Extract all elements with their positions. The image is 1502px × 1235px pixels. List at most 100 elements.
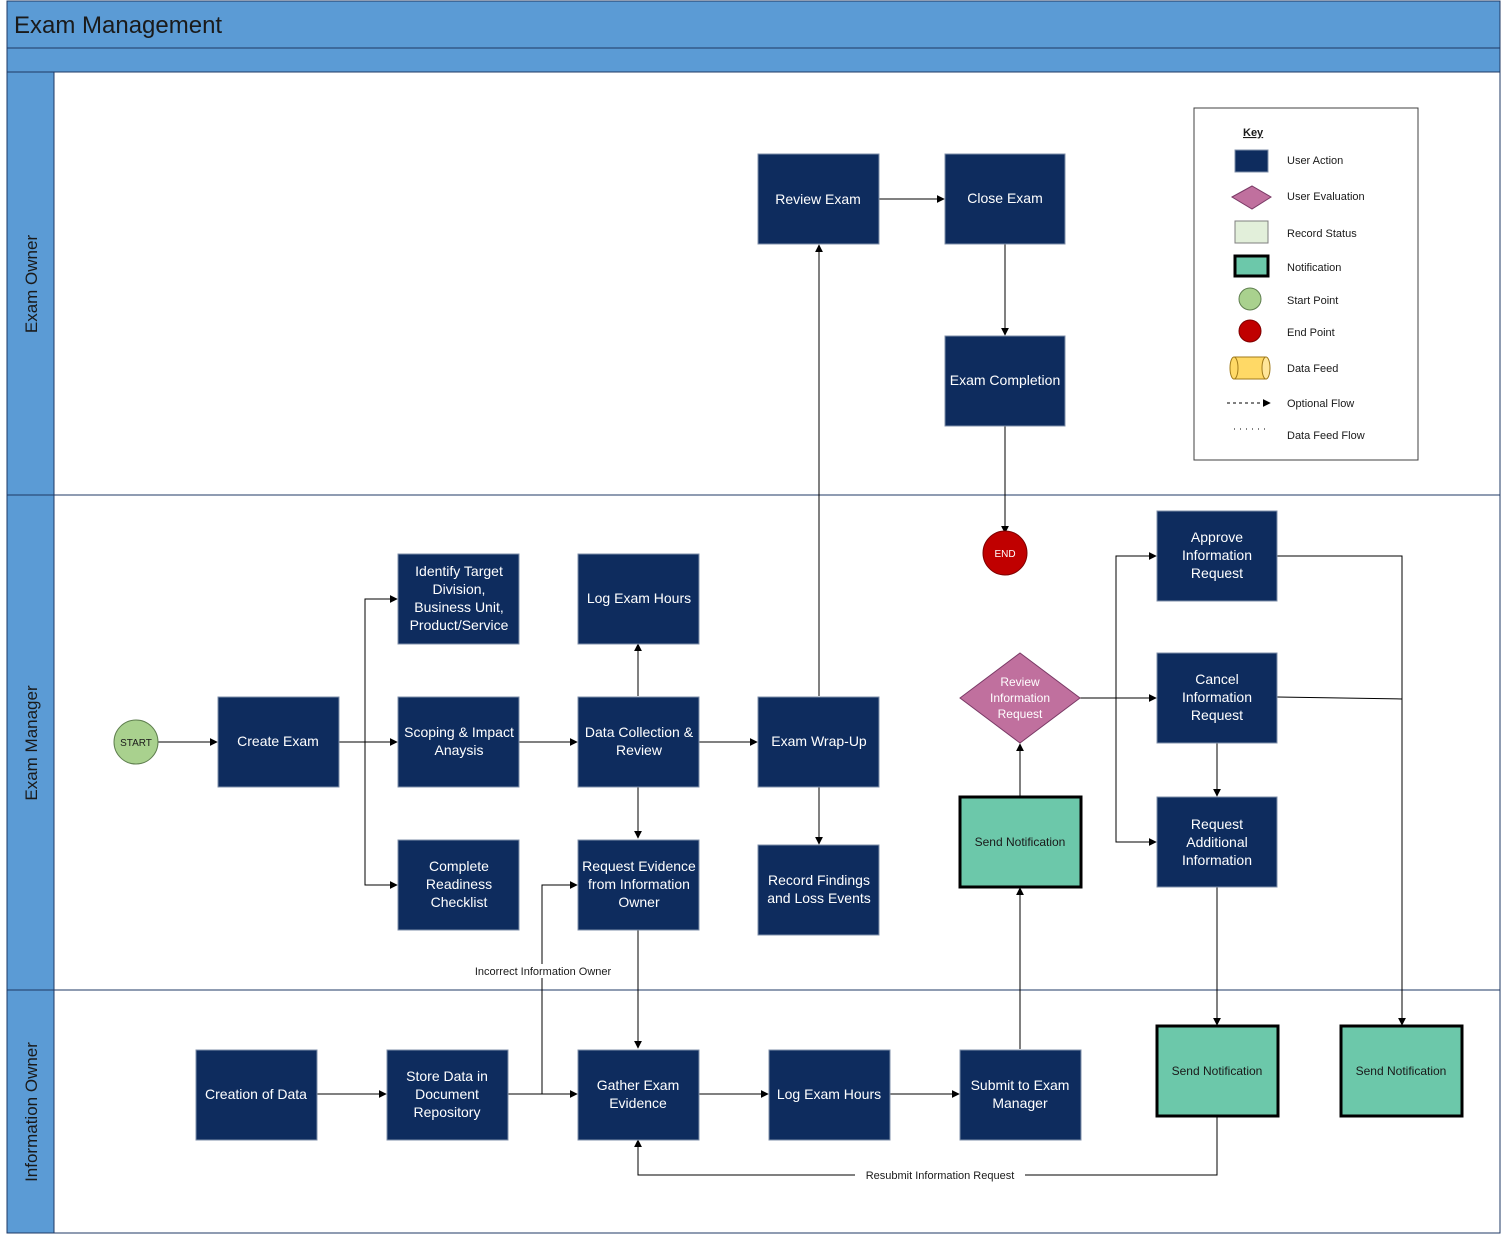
node-data-collection-line2: Review: [616, 742, 663, 758]
node-complete-readiness-line3: Checklist: [431, 894, 488, 910]
legend-notification-label: Notification: [1287, 262, 1341, 274]
lane-exam-owner-label: Exam Owner: [22, 235, 41, 334]
node-approve-information-request-line1: Approve: [1191, 529, 1243, 545]
node-record-findings-line2: and Loss Events: [767, 890, 871, 906]
end-point[interactable]: END: [982, 530, 1028, 576]
node-close-exam[interactable]: Close Exam: [944, 153, 1066, 245]
legend-data-feed-label: Data Feed: [1287, 363, 1338, 375]
node-send-notification-owner-2[interactable]: Send Notification: [1339, 1024, 1464, 1118]
legend-end-point-symbol: [1238, 319, 1262, 343]
node-exam-wrapup-label: Exam Wrap-Up: [771, 733, 867, 749]
node-scoping-impact-line2: Anaysis: [434, 742, 483, 758]
edge-label-incorrect-owner: Incorrect Information Owner: [475, 966, 612, 978]
node-send-notification-owner-1-label: Send Notification: [1172, 1064, 1263, 1078]
node-send-notification-manager[interactable]: Send Notification: [958, 795, 1083, 889]
node-complete-readiness-line1: Complete: [429, 858, 489, 874]
legend-record-status-symbol: [1234, 220, 1269, 244]
connectors: [158, 195, 1406, 1176]
lane-information-owner-label: Information Owner: [22, 1042, 41, 1182]
start-point[interactable]: START: [113, 719, 159, 765]
node-request-additional-information-line3: Information: [1182, 852, 1252, 868]
edge-approve-to-notif2: [1277, 555, 1406, 1026]
node-store-data[interactable]: Store Data in Document Repository: [386, 1049, 509, 1141]
start-point-label: START: [120, 738, 152, 749]
edge-labels: Incorrect Information Owner Resubmit Inf…: [462, 964, 1025, 1182]
node-cancel-information-request-line2: Information: [1182, 689, 1252, 705]
node-send-notification-owner-1[interactable]: Send Notification: [1155, 1024, 1280, 1118]
lane-exam-manager-label: Exam Manager: [22, 685, 41, 801]
legend-user-evaluation-label: User Evaluation: [1287, 191, 1365, 203]
node-data-collection[interactable]: Data Collection & Review: [577, 696, 700, 788]
legend-record-status-label: Record Status: [1287, 228, 1357, 240]
node-cancel-information-request-line3: Request: [1191, 707, 1243, 723]
node-send-notification-manager-label: Send Notification: [975, 835, 1066, 849]
legend-notification-symbol: [1233, 254, 1270, 278]
node-gather-exam-evidence-line1: Gather Exam: [597, 1077, 679, 1093]
node-gather-exam-evidence[interactable]: Gather Exam Evidence: [577, 1049, 700, 1141]
node-creation-of-data-label: Creation of Data: [205, 1086, 307, 1102]
node-request-evidence[interactable]: Request Evidence from Information Owner: [577, 839, 700, 931]
node-exam-wrapup[interactable]: Exam Wrap-Up: [757, 696, 880, 788]
node-request-additional-information[interactable]: Request Additional Information: [1156, 796, 1278, 888]
node-gather-exam-evidence-line2: Evidence: [609, 1095, 667, 1111]
diagram-title: Exam Management: [14, 12, 222, 39]
node-identify-target[interactable]: Identify Target Division, Business Unit,…: [397, 553, 520, 645]
node-review-information-request-line1: Review: [1000, 675, 1040, 689]
node-exam-completion-label: Exam Completion: [950, 372, 1061, 388]
node-create-exam[interactable]: Create Exam: [217, 696, 340, 788]
legend-data-feed-flow-label: Data Feed Flow: [1287, 430, 1365, 442]
node-approve-information-request[interactable]: Approve Information Request: [1156, 510, 1278, 602]
edge-label-resubmit: Resubmit Information Request: [866, 1170, 1015, 1182]
node-request-evidence-line1: Request Evidence: [582, 858, 696, 874]
edge-create-to-identify: [364, 595, 398, 742]
node-review-information-request[interactable]: Review Information Request: [959, 652, 1081, 744]
node-data-collection-line1: Data Collection &: [585, 724, 694, 740]
node-creation-of-data[interactable]: Creation of Data: [195, 1049, 318, 1141]
node-exam-completion[interactable]: Exam Completion: [944, 335, 1066, 427]
node-submit-to-exam-manager-line2: Manager: [992, 1095, 1048, 1111]
node-identify-target-line4: Product/Service: [410, 617, 509, 633]
edge-cancel-to-notif2: [1276, 696, 1403, 700]
node-submit-to-exam-manager[interactable]: Submit to Exam Manager: [959, 1049, 1082, 1141]
node-request-evidence-line3: Owner: [618, 894, 660, 910]
node-review-exam[interactable]: Review Exam: [757, 153, 880, 245]
node-log-exam-hours-owner[interactable]: Log Exam Hours: [768, 1049, 891, 1141]
node-create-exam-label: Create Exam: [237, 733, 319, 749]
node-identify-target-line1: Identify Target: [415, 563, 503, 579]
node-send-notification-owner-2-label: Send Notification: [1356, 1064, 1447, 1078]
legend-start-point-label: Start Point: [1287, 295, 1338, 307]
legend-optional-flow-label: Optional Flow: [1287, 398, 1354, 410]
node-review-information-request-line3: Request: [998, 707, 1043, 721]
legend-user-evaluation-symbol: [1230, 185, 1272, 210]
legend-end-point-label: End Point: [1287, 327, 1335, 339]
node-request-additional-information-line1: Request: [1191, 816, 1243, 832]
node-request-additional-information-line2: Additional: [1186, 834, 1248, 850]
node-scoping-impact[interactable]: Scoping & Impact Anaysis: [397, 696, 520, 788]
node-identify-target-line3: Business Unit,: [414, 599, 503, 615]
node-log-exam-hours-manager[interactable]: Log Exam Hours: [577, 553, 700, 645]
node-complete-readiness-line2: Readiness: [426, 876, 492, 892]
legend-key: Key User Action User Evaluation Record S…: [1193, 107, 1419, 461]
node-review-information-request-line2: Information: [990, 691, 1050, 705]
node-record-findings-line1: Record Findings: [768, 872, 870, 888]
edge-review-to-approve: [1080, 552, 1157, 699]
legend-user-action-label: User Action: [1287, 155, 1343, 167]
legend-heading: Key: [1243, 127, 1264, 139]
node-approve-information-request-line3: Request: [1191, 565, 1243, 581]
node-identify-target-line2: Division,: [433, 581, 486, 597]
node-cancel-information-request-line1: Cancel: [1195, 671, 1239, 687]
node-close-exam-label: Close Exam: [967, 190, 1042, 206]
diagram-header: Exam Management: [6, 0, 1501, 73]
node-store-data-line1: Store Data in: [406, 1068, 488, 1084]
legend-start-point-symbol: [1238, 287, 1262, 311]
node-store-data-line2: Document: [415, 1086, 479, 1102]
node-log-exam-hours-manager-label: Log Exam Hours: [587, 590, 691, 606]
legend-data-feed-symbol: [1229, 356, 1271, 380]
node-complete-readiness[interactable]: Complete Readiness Checklist: [397, 839, 520, 931]
node-scoping-impact-line1: Scoping & Impact: [404, 724, 514, 740]
node-record-findings[interactable]: Record Findings and Loss Events: [757, 844, 880, 936]
node-cancel-information-request[interactable]: Cancel Information Request: [1156, 652, 1278, 744]
node-review-exam-label: Review Exam: [775, 191, 861, 207]
node-store-data-line3: Repository: [414, 1104, 481, 1120]
